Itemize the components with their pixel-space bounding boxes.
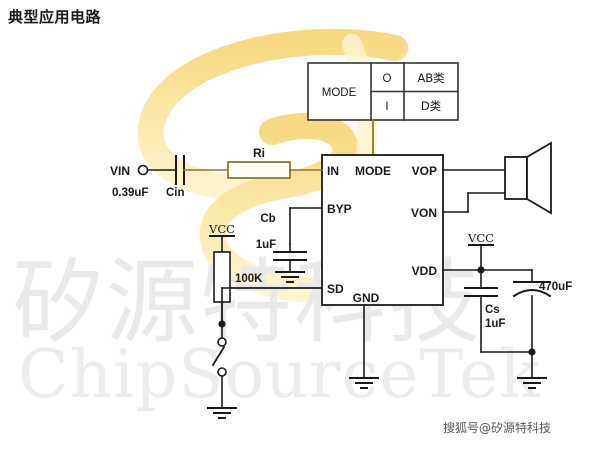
ic-pin-byp-label: BYP: [327, 202, 352, 216]
mode-table: [307, 62, 459, 121]
ic-pin-sd-label: SD: [327, 282, 344, 296]
mode-table-mode-1: D类: [421, 99, 442, 113]
ground-symbol-switch: [207, 407, 237, 419]
ic-pin-vop-label: VOP: [412, 164, 437, 178]
ground-symbol-supply: [517, 377, 547, 389]
capacitor-cs: [464, 269, 498, 353]
cb-ref-label: Cb: [260, 213, 275, 225]
cb-value-label: 1uF: [256, 239, 276, 251]
ic-pin-gnd-label: GND: [353, 291, 380, 305]
resistor-ri: [227, 161, 291, 179]
ic-pin-mode-label: MODE: [355, 164, 391, 178]
speaker-symbol: [504, 141, 552, 215]
vin-terminal-node: [137, 164, 149, 176]
capacitor-470uf: [512, 281, 552, 353]
cs-ref-label: Cs: [485, 304, 500, 316]
cs-value-label: 1uF: [485, 318, 505, 330]
ground-symbol-ic: [349, 377, 379, 389]
pullup-value-label: 100K: [235, 273, 263, 285]
cin-value-label: 0.39uF: [112, 187, 148, 199]
ic-pin-in-label: IN: [327, 164, 339, 178]
spst-switch[interactable]: [211, 323, 227, 409]
mode-table-name: MODE: [322, 87, 357, 99]
capacitor-cb: [273, 251, 307, 261]
cbulk-value-label: 470uF: [539, 281, 572, 293]
ground-symbol-cb: [275, 271, 305, 283]
cin-ref-label: Cin: [166, 187, 185, 199]
mode-table-level-1: I: [385, 101, 388, 113]
mode-table-mode-0: AB类: [417, 71, 445, 85]
vcc-right-label: VCC: [467, 231, 494, 245]
ri-ref-label: Ri: [253, 146, 265, 160]
ic-pin-vdd-label: VDD: [412, 264, 438, 278]
vcc-symbol-right: [468, 244, 494, 271]
vin-label: VIN: [110, 164, 130, 178]
english-watermark: ChipSourceTek: [18, 336, 541, 413]
vcc-left-label: VCC: [208, 222, 235, 236]
vcc-symbol-left: [209, 235, 235, 253]
capacitor-cin: [175, 155, 185, 185]
page-title: 典型应用电路: [8, 8, 102, 26]
ic-body: [321, 154, 444, 306]
mode-table-level-0: O: [383, 73, 392, 85]
ic-pin-von-label: VON: [411, 206, 437, 220]
sohu-footer-watermark: 搜狐号@矽源特科技: [443, 421, 552, 435]
